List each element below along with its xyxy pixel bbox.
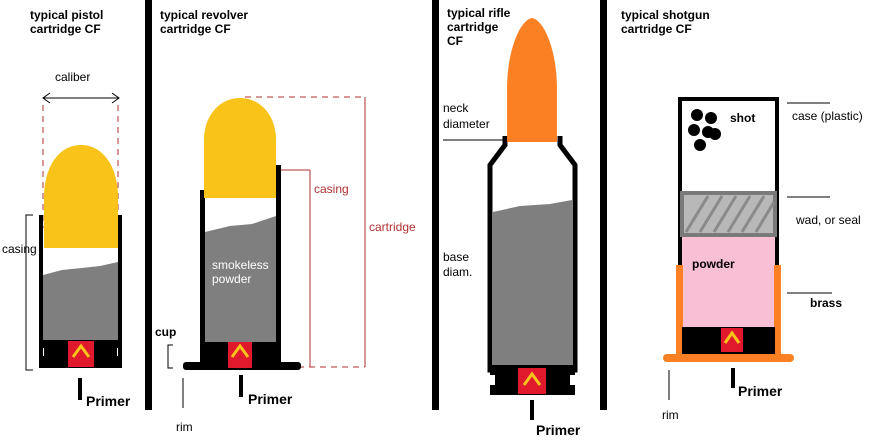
shotgun-primer — [721, 328, 743, 352]
shotgun-cartridge — [663, 97, 832, 400]
shotgun-brass-label: brass — [810, 296, 843, 310]
divider-3 — [600, 0, 607, 410]
shotgun-title: typical shotgun cartridge CF — [621, 8, 710, 36]
revolver-powder — [205, 216, 276, 342]
rifle-cartridge — [443, 18, 578, 420]
pistol-cartridge — [25, 92, 122, 400]
divider-1 — [145, 0, 152, 410]
rifle-primer-label: Primer — [536, 422, 581, 438]
shotgun-shot-label: shot — [730, 111, 756, 125]
shotgun-rim-label: rim — [662, 408, 679, 422]
revolver-cartridge-label: cartridge — [369, 220, 416, 234]
revolver-cartridge — [167, 96, 366, 408]
pistol-casing-bracket — [25, 214, 33, 371]
pistol-bullet — [44, 145, 118, 248]
revolver-bullet — [204, 98, 276, 198]
revolver-cup-label: cup — [155, 325, 177, 339]
revolver-smokeless-label: smokeless — [212, 258, 269, 272]
shotgun-brass — [663, 354, 794, 362]
shotgun-powder — [682, 237, 775, 327]
rifle-powder — [493, 200, 572, 365]
pistol-caliber-label: caliber — [55, 70, 91, 84]
rifle-diam-label: diam. — [443, 265, 473, 279]
rifle-diameter-label: diameter — [443, 117, 490, 131]
revolver-title: typical revolver cartridge CF — [160, 8, 249, 36]
rifle-title: typical rifle cartridge CF — [447, 6, 511, 48]
shotgun-case-label: case (plastic) — [792, 109, 863, 123]
shotgun-wad-label: wad, or seal — [796, 213, 861, 227]
revolver-casing-label: casing — [314, 182, 349, 196]
revolver-primer-label: Primer — [248, 391, 293, 407]
pistol-primer-label: Primer — [86, 393, 131, 409]
revolver-rim-label: rim — [176, 420, 193, 434]
shotgun-primer-label: Primer — [738, 383, 783, 399]
pistol-title: typical pistol cartridge CF — [30, 8, 104, 36]
shotgun-powder-label: powder — [692, 257, 735, 271]
pistol-casing-label: casing — [2, 242, 37, 256]
divider-2 — [432, 0, 439, 410]
pistol-powder — [43, 262, 118, 340]
rifle-bullet — [507, 18, 557, 142]
rifle-neck-label: neck — [443, 101, 469, 115]
revolver-powder-label: powder — [212, 272, 252, 286]
rifle-base-label: base — [443, 250, 470, 264]
